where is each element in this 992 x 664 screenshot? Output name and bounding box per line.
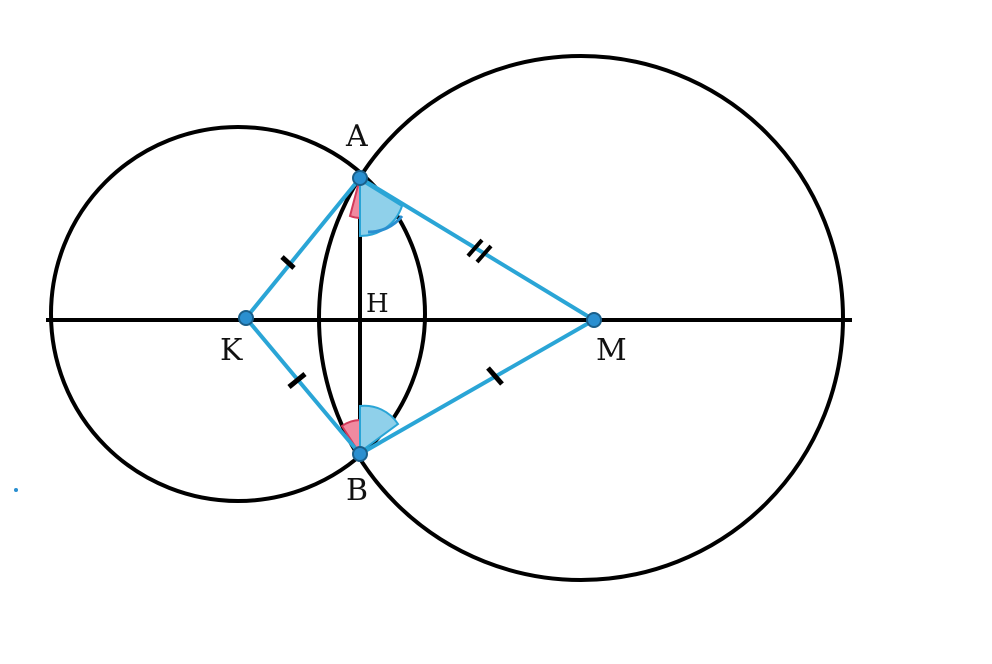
point-m: [586, 312, 602, 328]
point-k: [238, 310, 254, 326]
angle-mark-a-arc: [367, 215, 404, 234]
circle-k: [49, 125, 427, 503]
label-a: A: [345, 119, 368, 154]
segment-kb: [244, 316, 362, 456]
angle-mark-a-blue: [359, 178, 404, 238]
point-b: [352, 446, 368, 462]
tick-ka: [280, 255, 296, 270]
label-k: K: [220, 333, 243, 368]
tick-am-1: [466, 238, 484, 258]
angle-mark-b-blue: [359, 404, 400, 454]
point-a: [352, 170, 368, 186]
stray-dot: [14, 488, 18, 492]
segment-am: [358, 176, 596, 322]
tick-am-2: [475, 244, 493, 264]
label-b: B: [346, 473, 368, 508]
tick-kb: [287, 372, 307, 389]
segment-bm: [359, 318, 595, 456]
label-m: M: [596, 333, 627, 368]
segment-ka: [244, 176, 362, 320]
label-h: H: [366, 289, 389, 319]
tick-bm: [486, 366, 504, 386]
